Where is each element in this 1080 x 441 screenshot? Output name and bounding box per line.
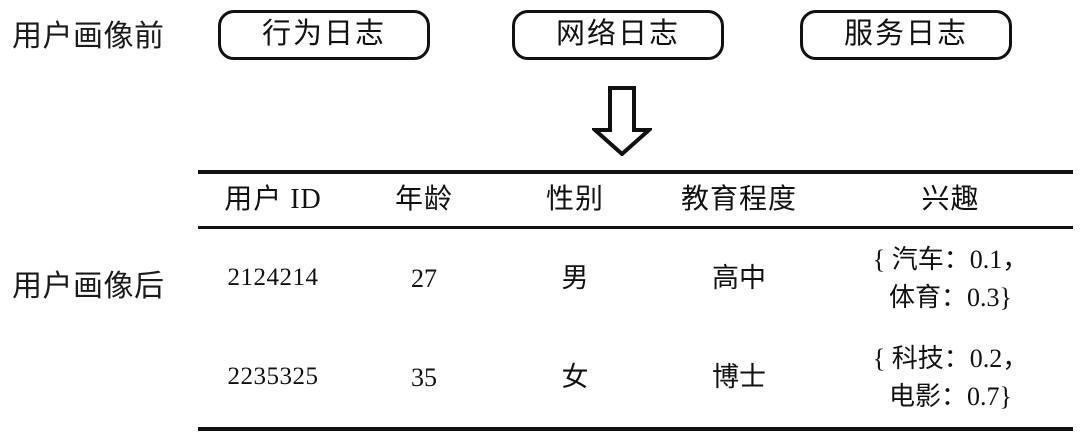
- table-rule-bottom: [198, 427, 1073, 431]
- table-rule-top: [198, 170, 1073, 174]
- source-box-label: 服务日志: [843, 17, 968, 50]
- table-rule-header: [198, 226, 1073, 229]
- table-row: 2235325 35 女 博士 { 科技：0.2， 电影：0.7}: [198, 328, 1073, 427]
- cell-education: 高中: [712, 262, 766, 293]
- cell-gender: 男: [561, 262, 589, 293]
- cell-user-id: 2235325: [227, 363, 319, 391]
- cell-user-id: 2124214: [227, 264, 319, 292]
- cell-age: 27: [411, 263, 437, 293]
- column-header-education: 教育程度: [680, 183, 797, 215]
- table-header-row: 用户 ID 年龄 性别 教育程度 兴趣: [198, 174, 1073, 226]
- source-box-behavior-log[interactable]: 行为日志: [218, 10, 430, 60]
- column-header-gender: 性别: [545, 183, 604, 215]
- cell-gender: 女: [561, 361, 589, 392]
- column-header-age: 年龄: [394, 183, 453, 215]
- cell-education: 博士: [712, 361, 766, 392]
- cell-interests: { 汽车：0.1， 体育：0.3}: [872, 244, 1029, 312]
- source-box-label: 网络日志: [555, 17, 680, 50]
- cell-interests: { 科技：0.2， 电影：0.7}: [872, 343, 1029, 411]
- column-header-user-id: 用户 ID: [224, 183, 322, 215]
- user-profile-table: 用户 ID 年龄 性别 教育程度 兴趣 2124214 27 男 高中 { 汽车…: [198, 170, 1073, 431]
- cell-age: 35: [411, 362, 437, 392]
- source-box-service-log[interactable]: 服务日志: [800, 10, 1012, 60]
- source-box-label: 行为日志: [261, 17, 386, 50]
- row-label-after-profiling: 用户画像后: [12, 270, 165, 303]
- column-header-interests: 兴趣: [921, 183, 980, 215]
- row-label-before-profiling: 用户画像前: [12, 20, 165, 53]
- source-box-network-log[interactable]: 网络日志: [512, 10, 724, 60]
- table-row: 2124214 27 男 高中 { 汽车：0.1， 体育：0.3}: [198, 229, 1073, 328]
- arrow-down-outline-icon: [592, 86, 652, 156]
